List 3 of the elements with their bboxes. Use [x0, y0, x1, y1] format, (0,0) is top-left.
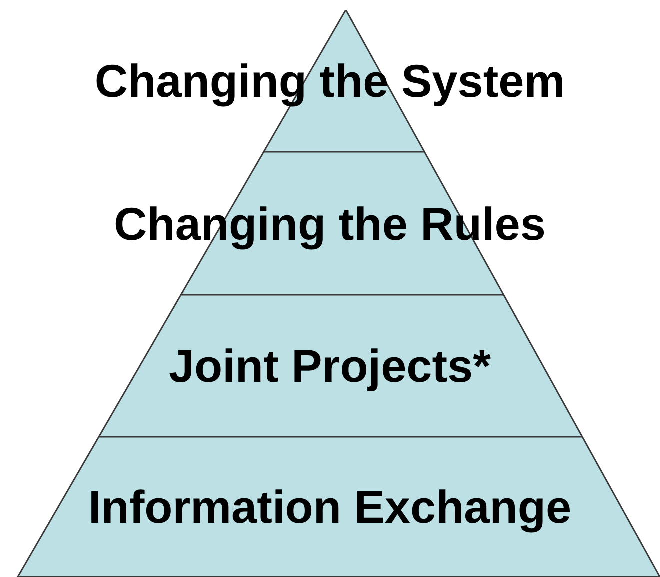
tier-label: Information Exchange: [88, 480, 572, 534]
tier-label: Joint Projects*: [168, 339, 492, 393]
tier-label: Changing the System: [94, 54, 566, 108]
